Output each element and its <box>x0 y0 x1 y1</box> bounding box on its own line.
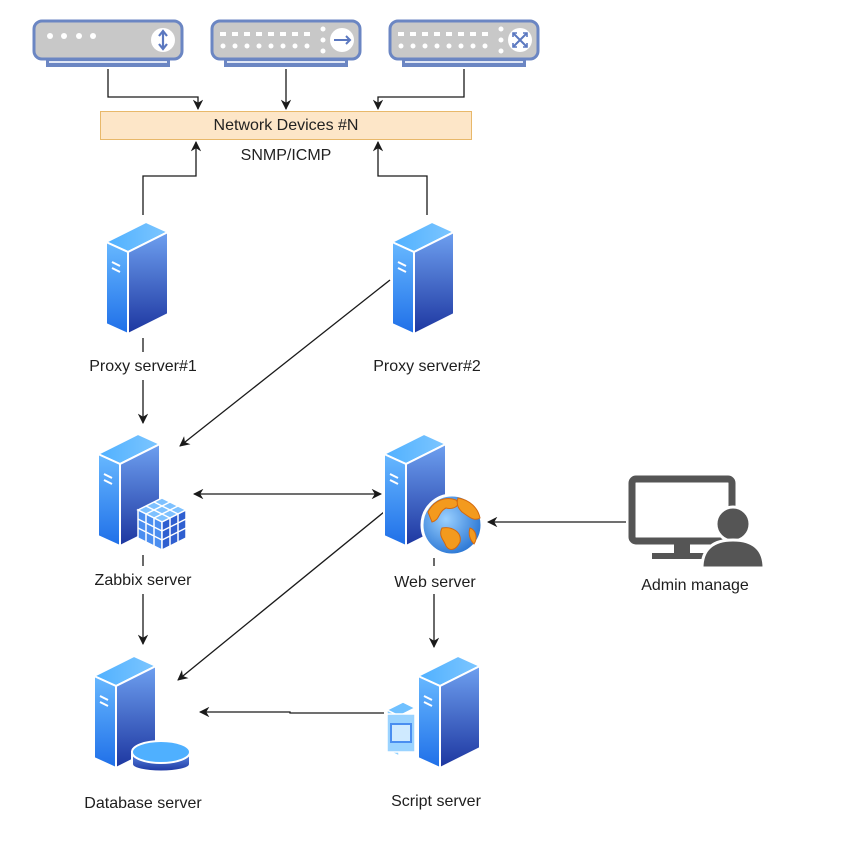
database-disk-icon <box>131 740 191 773</box>
database-server-label: Database server <box>82 795 204 813</box>
edge-router-to-network <box>107 69 204 111</box>
admin-workstation-icon[interactable] <box>628 475 766 570</box>
proxy-server-1-label: Proxy server#1 <box>87 358 199 376</box>
network-devices-box[interactable]: Network Devices #N <box>100 111 472 140</box>
proxy-server-2-icon[interactable] <box>391 221 455 335</box>
user-icon <box>700 505 766 570</box>
updown-arrows-icon <box>151 28 175 52</box>
proxy-server-2-label: Proxy server#2 <box>371 358 483 376</box>
edge-web-to-database <box>177 511 385 681</box>
web-server-icon[interactable] <box>383 433 484 557</box>
proxy-server-1-icon[interactable] <box>105 221 169 335</box>
database-server-icon[interactable] <box>92 654 191 773</box>
cross-arrows-icon <box>508 28 532 52</box>
admin-manage-label: Admin manage <box>639 577 751 595</box>
network-device-core-switch <box>388 19 540 67</box>
network-device-switch <box>210 19 362 67</box>
script-server-label: Script server <box>389 793 483 811</box>
protocol-label: SNMP/ICMP <box>240 147 332 164</box>
script-window-icon <box>385 701 417 758</box>
edge-script-to-database <box>198 706 384 718</box>
network-devices-label: Network Devices #N <box>213 116 359 134</box>
cube-grid-icon <box>136 497 188 552</box>
script-server-icon[interactable] <box>385 655 481 769</box>
globe-icon <box>420 493 484 557</box>
web-server-label: Web server <box>392 574 478 592</box>
edge-proxy2-to-network <box>372 140 428 215</box>
edge-coreswitch-to-network <box>372 69 465 111</box>
right-arrow-icon <box>330 28 354 52</box>
edge-proxy2-to-zabbix <box>179 279 391 447</box>
zabbix-server-icon[interactable] <box>97 433 188 552</box>
zabbix-server-label: Zabbix server <box>92 572 194 590</box>
edge-proxy1-to-network <box>142 140 202 215</box>
network-device-router <box>32 19 184 67</box>
